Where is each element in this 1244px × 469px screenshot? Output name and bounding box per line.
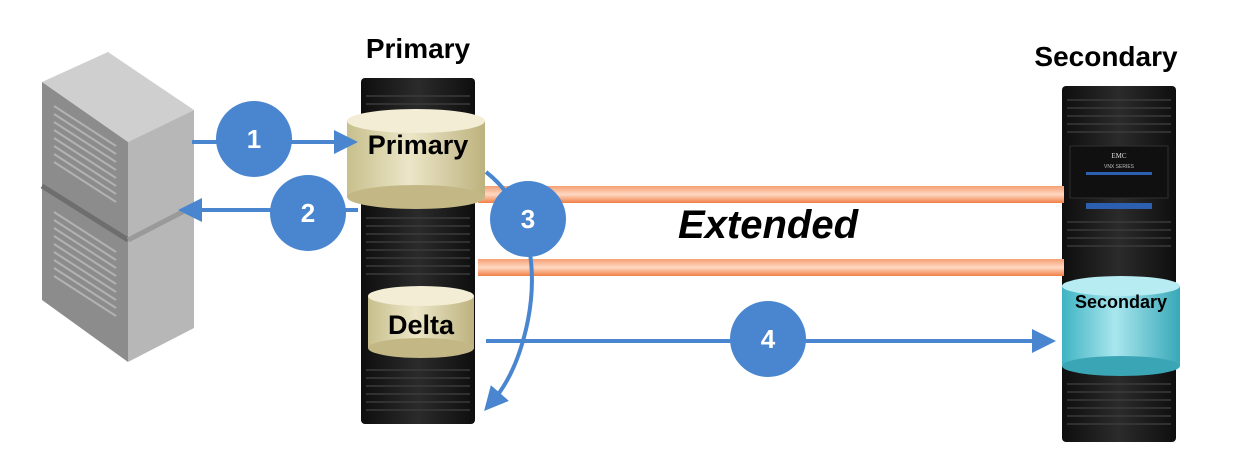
secondary-volume-cylinder <box>1062 276 1180 376</box>
secondary-site-title: Secondary <box>1034 41 1178 72</box>
step-4-badge: 4 <box>730 301 806 377</box>
step-4-label: 4 <box>761 324 776 354</box>
delta-volume-cylinder <box>368 286 474 358</box>
primary-volume-cylinder <box>347 109 485 209</box>
step-3-badge: 3 <box>490 181 566 257</box>
secondary-volume-label: Secondary <box>1075 292 1167 312</box>
extended-link-bottom <box>478 259 1064 276</box>
step-2-label: 2 <box>301 198 315 228</box>
step-3-label: 3 <box>521 204 535 234</box>
step-1-badge: 1 <box>216 101 292 177</box>
primary-site-title: Primary <box>366 33 471 64</box>
extended-distance-label: Extended <box>678 203 860 247</box>
delta-volume-label: Delta <box>388 310 455 340</box>
rack-logo: EMC <box>1111 152 1127 160</box>
step-2-badge: 2 <box>270 175 346 251</box>
step-1-label: 1 <box>247 124 261 154</box>
server-icon <box>40 52 196 362</box>
rack-series-label: VNX SERIES <box>1104 164 1135 170</box>
primary-volume-label: Primary <box>368 130 469 160</box>
extended-link-top <box>478 186 1064 203</box>
secondary-storage-rack: EMC VNX SERIES <box>1062 86 1176 442</box>
